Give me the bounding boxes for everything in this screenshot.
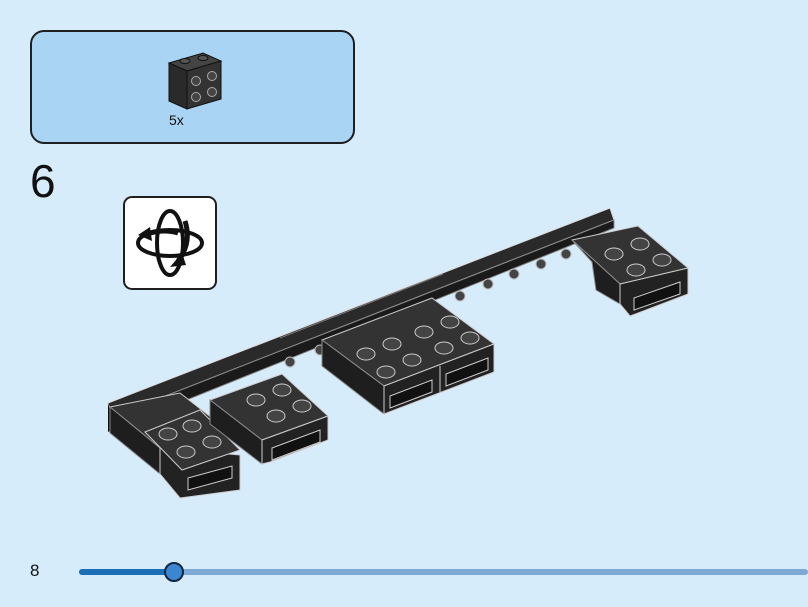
progress-fill: [79, 569, 174, 575]
rotate-model-indicator: [123, 196, 217, 290]
brick-4: [570, 225, 690, 317]
black-brick-icon: [167, 52, 223, 110]
step-number: 6: [30, 155, 56, 207]
brick-1: [108, 392, 241, 499]
rotate-icon: [136, 209, 204, 277]
brick-3: [320, 297, 496, 416]
part-quantity: 5x: [169, 112, 184, 128]
brick-2: [208, 373, 329, 466]
progress-knob: [164, 562, 184, 582]
parts-callout: 5x: [30, 30, 355, 144]
progress-bar: [79, 562, 808, 582]
page-number: 8: [30, 561, 40, 580]
